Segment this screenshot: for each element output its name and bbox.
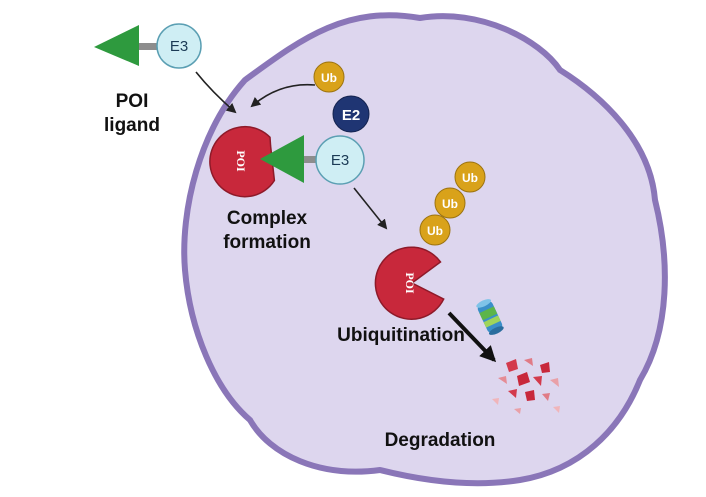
ub-chain-1-label: Ub	[427, 224, 443, 238]
e3-ligase-bound-circle	[315, 135, 365, 185]
arrow-e3-to-complex	[195, 71, 237, 114]
label-ubiquitination: Ubiquitination	[337, 325, 465, 346]
proteasome-icon	[476, 299, 504, 335]
degraded-peptide-fragments	[492, 358, 560, 414]
ub-label-e2: Ub	[321, 71, 337, 85]
poi-label-ubiquitinated: POI	[403, 272, 417, 294]
poi-ligand-triangle	[94, 25, 139, 66]
e2-circle	[332, 95, 370, 133]
linker-bar-complex	[304, 156, 318, 163]
e3-ligase-circle	[156, 23, 202, 69]
arrow-ub-to-complex	[250, 83, 316, 108]
e3-label-bound: E3	[331, 152, 349, 169]
label-poi-ligand-line1: POI	[116, 91, 149, 112]
ub-e2-group: Ub E2	[313, 61, 370, 133]
label-poi-ligand-line2: ligand	[104, 115, 160, 136]
label-degradation: Degradation	[385, 430, 496, 451]
ubiquitinated-poi: Ub Ub Ub POI	[374, 161, 486, 320]
ub-chain-3	[454, 161, 486, 193]
ub-chain-2	[434, 187, 466, 219]
ub-chain-1	[419, 214, 451, 246]
e3-label-free: E3	[170, 38, 188, 55]
linker-bar	[139, 43, 157, 50]
free-e3-ligand-group: E3	[94, 23, 202, 69]
poi-pacman-complex	[209, 125, 276, 198]
poi-label-complex: POI	[234, 150, 248, 172]
arrow-complex-to-ubiquitination	[353, 187, 388, 230]
label-complex-line1: Complex	[227, 208, 308, 229]
label-complex-line2: formation	[223, 232, 311, 253]
ub-circle-e2	[313, 61, 345, 93]
e2-label: E2	[342, 107, 360, 124]
ub-chain-2-label: Ub	[442, 197, 458, 211]
ternary-complex: POI E3	[209, 125, 365, 198]
ub-chain-3-label: Ub	[462, 171, 478, 185]
arrow-to-degradation	[447, 311, 497, 363]
bound-ligand-triangle	[260, 135, 304, 183]
poi-pacman-ubiquitinated	[374, 246, 445, 320]
